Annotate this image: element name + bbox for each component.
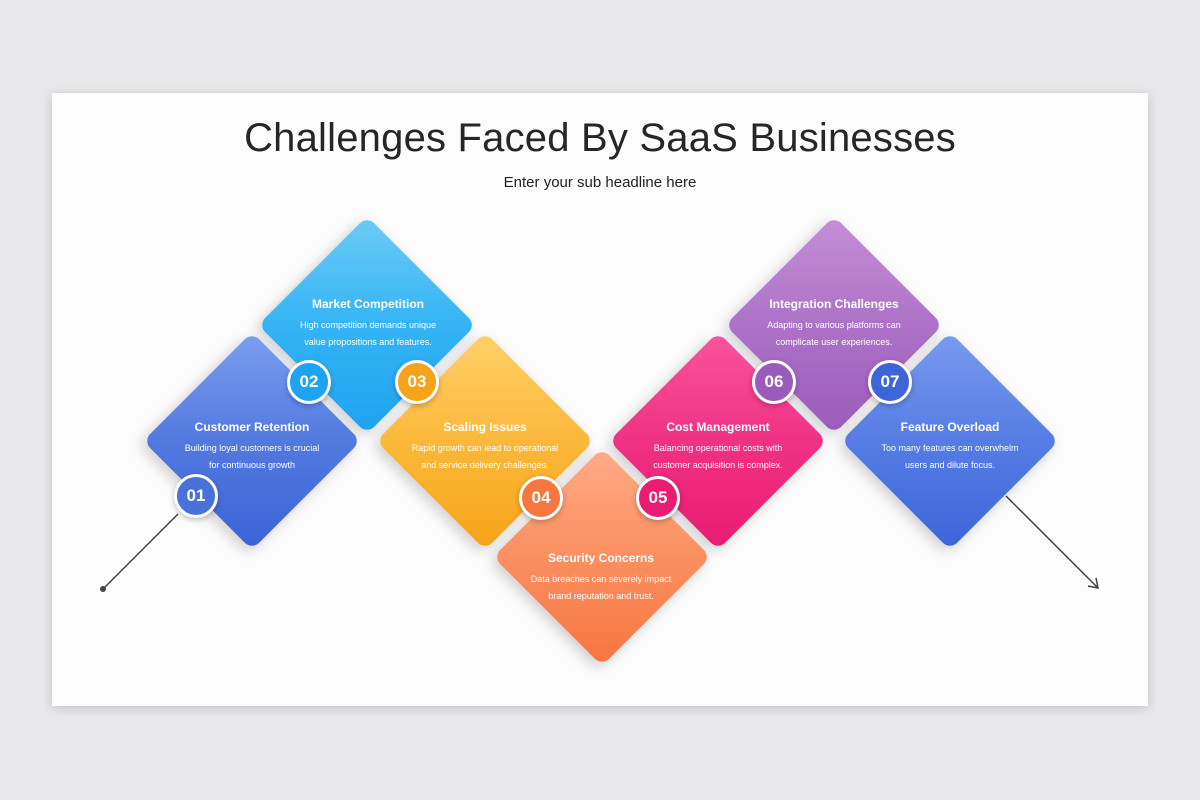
item-desc-line1: Balancing operational costs with [653,443,783,453]
step-number-05: 05 [636,476,680,520]
start-line [102,513,179,590]
item-desc-line2: customer acquisition is complex. [653,460,783,470]
item-desc-line2: for continuous growth [208,460,296,470]
step-number-03: 03 [395,360,439,404]
end-line [1005,495,1098,588]
item-title: Feature Overload [900,420,1000,434]
step-number-06: 06 [752,360,796,404]
item-title: Scaling Issues [443,420,527,434]
item-title: Customer Retention [194,420,310,434]
step-number-07: 07 [868,360,912,404]
page-title: Challenges Faced By SaaS Businesses [244,116,956,160]
item-desc-line2: value propositions and features. [304,337,432,347]
item-desc-line2: complicate user experiences. [775,337,893,347]
page-subtitle: Enter your sub headline here [503,174,697,191]
item-desc-line2: and service delivery challenges. [421,460,549,470]
item-desc-line1: Data breaches can severely impact [530,574,672,584]
item-title: Integration Challenges [769,297,899,311]
item-desc-line1: Adapting to various platforms can [767,320,901,330]
item-desc-line2: users and dilute focus. [904,460,996,470]
step-number-04: 04 [519,476,563,520]
item-title: Security Concerns [547,551,655,565]
item-desc-line1: High competition demands unique [299,320,437,330]
step-number-01: 01 [174,474,218,518]
item-integration-challenges: Integration Challenges Adapting to vario… [734,297,934,351]
start-dot [100,586,106,592]
item-cost-management: Cost Management Balancing operational co… [618,420,818,474]
item-scaling-issues: Scaling Issues Rapid growth can lead to … [385,420,585,474]
item-desc-line1: Too many features can overwhelm [881,443,1019,453]
item-desc-line2: brand reputation and trust. [548,591,654,601]
item-feature-overload: Feature Overload Too many features can o… [850,420,1050,474]
end-arrow-icon [1087,577,1099,589]
item-market-competition: Market Competition High competition dema… [268,297,468,351]
item-title: Market Competition [311,297,424,311]
item-customer-retention: Customer Retention Building loyal custom… [152,420,352,474]
item-desc-line1: Building loyal customers is crucial [184,443,320,453]
item-title: Cost Management [666,420,770,434]
item-security-concerns: Security Concerns Data breaches can seve… [501,551,701,605]
step-number-02: 02 [287,360,331,404]
item-desc-line1: Rapid growth can lead to operational [411,443,559,453]
